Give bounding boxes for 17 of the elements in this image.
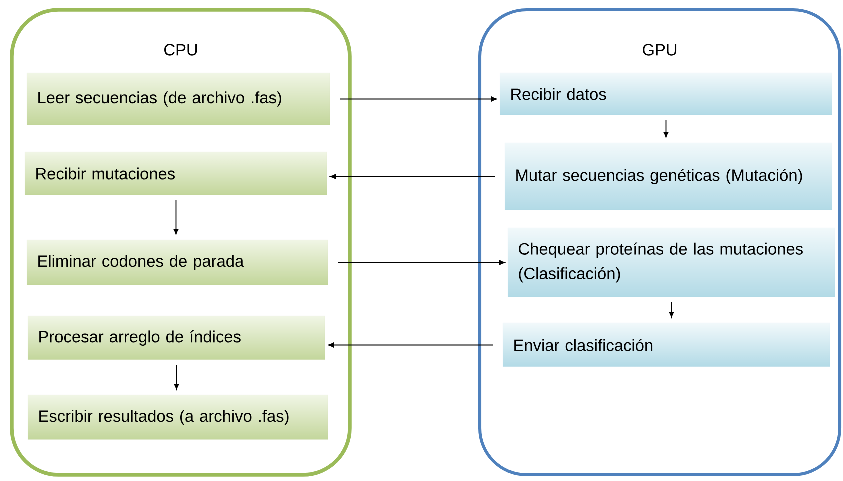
arrow [340, 96, 498, 102]
process-box: Eliminar codones de parada [27, 240, 328, 286]
arrow [328, 342, 494, 348]
process-box: Recibir mutaciones [25, 152, 328, 196]
arrow [338, 260, 506, 266]
process-box: Leer secuencias (de archivo .fas) [27, 73, 330, 126]
process-box: Enviar clasificación [503, 323, 830, 368]
process-box: Procesar arreglo de índices [28, 316, 326, 360]
process-box: Chequear proteínas de las mutaciones (Clasificación) [508, 228, 836, 298]
arrow [664, 120, 669, 138]
arrow [330, 174, 496, 180]
arrow [174, 365, 180, 390]
process-box: Recibir datos [500, 73, 832, 116]
process-box: Mutar secuencias genéticas (Mutación) [505, 143, 832, 210]
process-box: Escribir resultados (a archivo .fas) [28, 395, 328, 440]
arrow [669, 302, 674, 318]
arrow [174, 200, 179, 235]
